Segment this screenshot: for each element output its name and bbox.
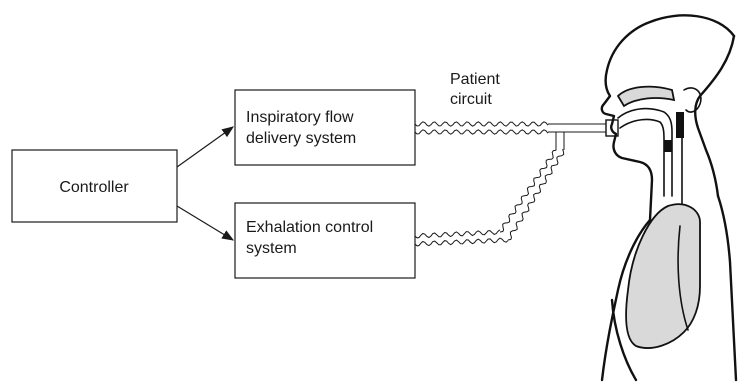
patient-circuit-label-line-2: circuit	[450, 91, 492, 108]
patient-illustration	[600, 14, 738, 382]
inspiratory-label-line-1: Inspiratory flow	[246, 109, 354, 126]
inspiratory-flow-block: Inspiratory flow delivery system	[234, 89, 416, 166]
patient-circuit-tubing	[414, 119, 619, 247]
exhalation-control-block: Exhalation control system	[234, 202, 416, 279]
exhalation-label-line-2: system	[246, 240, 297, 257]
patient-circuit-label-line-1: Patient	[450, 71, 500, 88]
exhalation-label-line-1: Exhalation control	[246, 219, 373, 236]
controller-block: Controller	[11, 149, 178, 223]
inspiratory-label-line-2: delivery system	[246, 130, 356, 147]
arrow-to-inspiratory	[176, 126, 234, 168]
controller-label: Controller	[59, 179, 129, 196]
arrow-to-exhalation	[176, 205, 235, 241]
